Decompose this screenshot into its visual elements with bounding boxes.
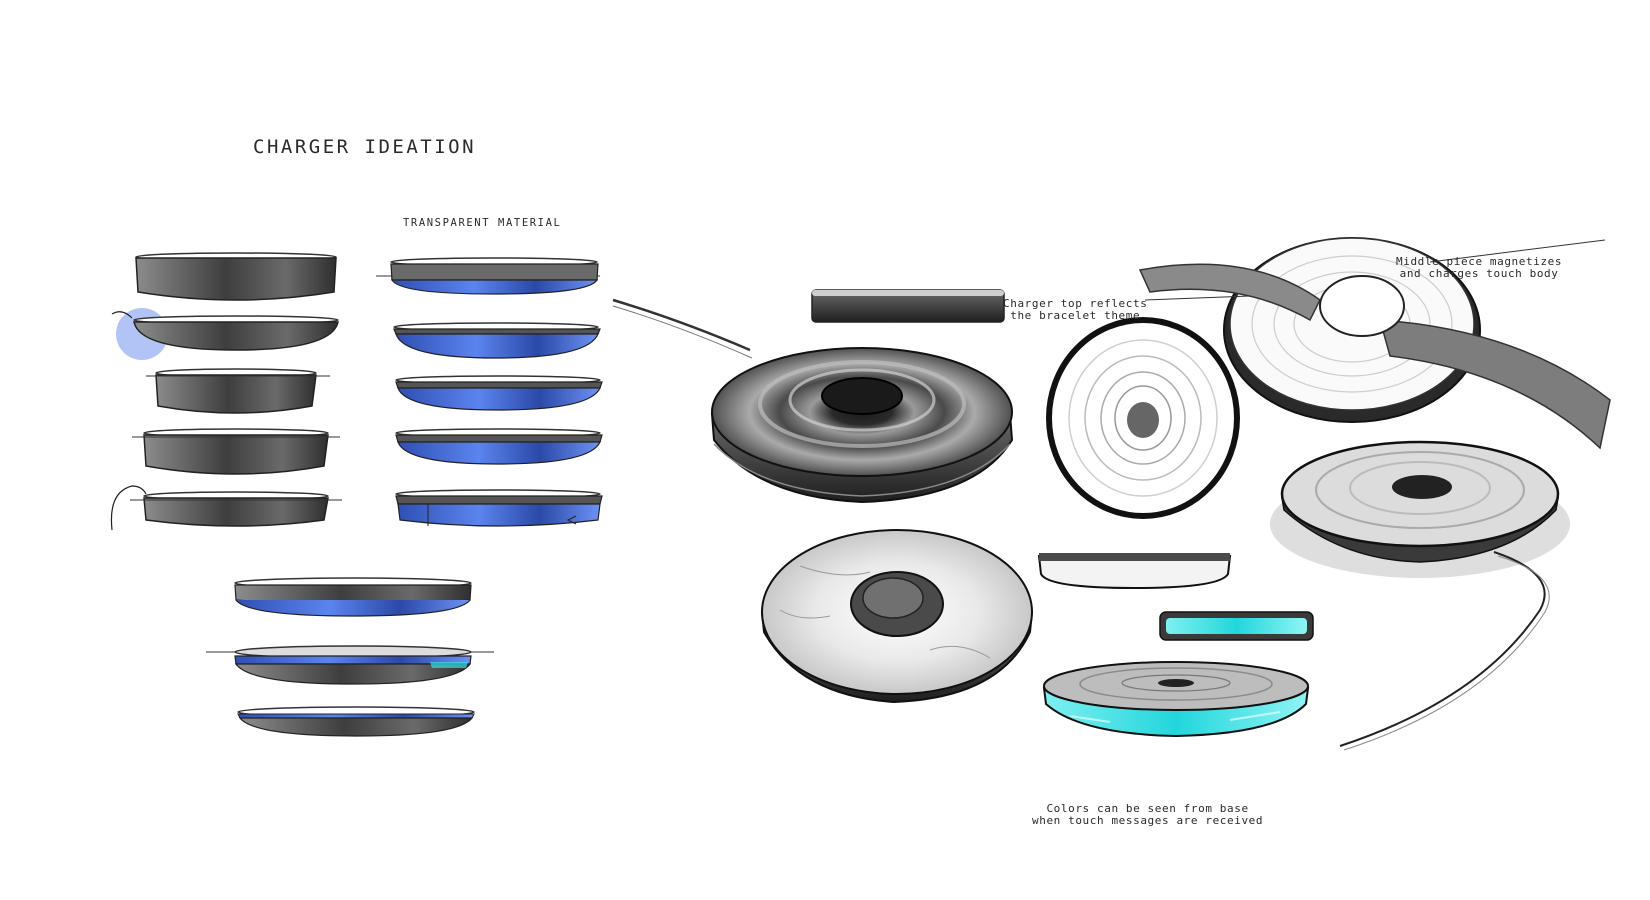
stacked-profile-1 [234,577,472,617]
sheet-title: CHARGER IDEATION [253,136,477,158]
blue-profile-5 [395,489,603,527]
gray-profile-4 [132,428,340,475]
blue-profile-2 [393,322,601,359]
dark-ripple-charger [612,298,1014,504]
ring-top-view [1046,317,1240,519]
blue-profile-1 [376,257,600,295]
note-colors: Colors can be seen from base when touch … [1032,803,1263,827]
white-hub-charger [760,529,1034,704]
light-profile [1037,553,1232,590]
transparent-material-label: TRANSPARENT MATERIAL [403,217,562,229]
note-middle-piece: Middle piece magnetizes and charges touc… [1396,256,1562,280]
stacked-profile-3 [237,706,475,737]
gray-ripple-charger [1270,440,1570,751]
cyan-transparent-charger [1042,661,1310,738]
bracelet-charger [1138,237,1611,450]
gray-profile-5 [110,485,342,531]
gray-profile-1 [135,252,337,301]
cyan-profile [1159,611,1314,641]
stacked-profile-2 [206,645,494,685]
gray-profile-3 [146,368,330,414]
note-colors-line-1: Colors can be seen from base [1046,802,1249,815]
gray-profile-2 [111,308,339,360]
blue-profile-4 [395,428,603,465]
note-charger-top-line-1: Charger top reflects [1003,297,1148,310]
note-colors-line-2: when touch messages are received [1032,814,1264,827]
note-charger-top: Charger top reflects the bracelet theme [1003,298,1147,322]
blue-profile-3 [395,375,603,411]
note-charger-top-line-2: the bracelet theme [1010,309,1141,322]
note-middle-piece-line-2: and charges touch body [1399,267,1559,280]
flat-bar-profile [811,289,1005,323]
note-middle-piece-line-1: Middle piece magnetizes [1396,255,1563,268]
